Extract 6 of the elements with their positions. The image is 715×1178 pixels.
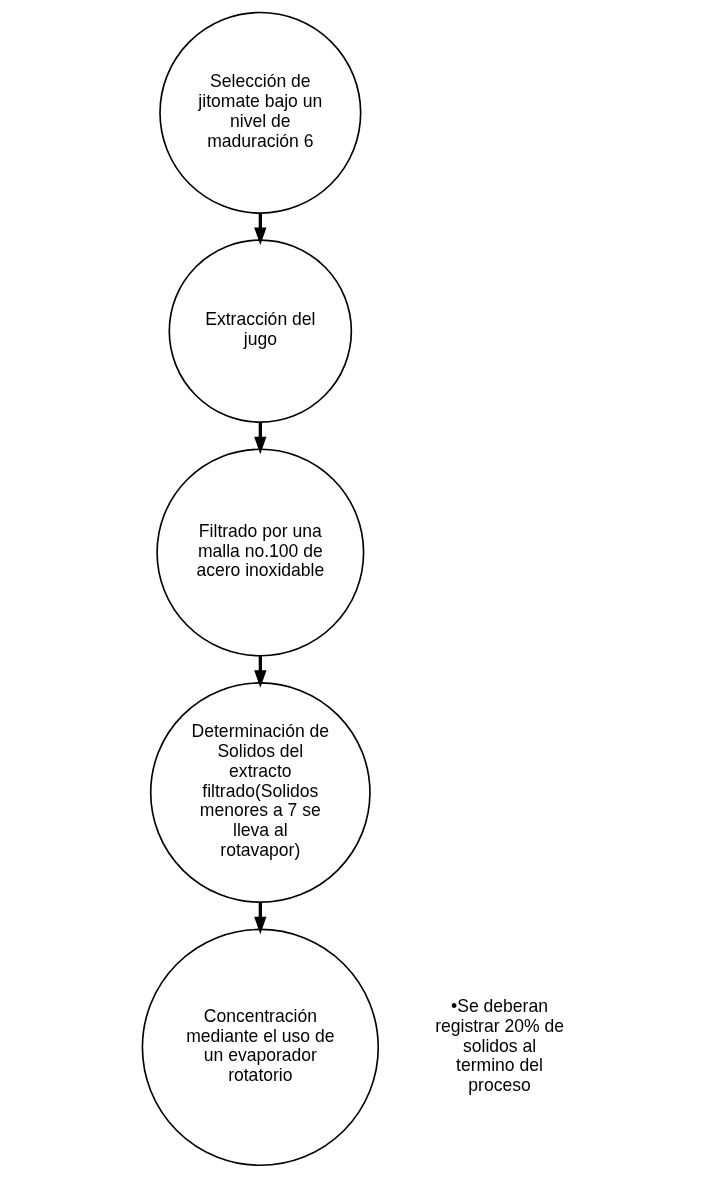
node-circle: Filtrado por una malla no.100 de acero inoxidable: [155, 448, 364, 657]
node-circle: Determinación de Solidos del extracto filtrado(Solidos menores a 7 se lleva al rotavapor): [149, 682, 371, 903]
label: •Se deberan registrar 20% de solidos al termino del proceso: [434, 996, 564, 1096]
node-circle: Selección de jitomate bajo un nivel de maduración 6: [158, 11, 361, 214]
node-circle: Concentración mediante el uso de un evaporador rotatorio: [141, 928, 379, 1167]
node-circle: Extracción del jugo: [167, 239, 352, 423]
